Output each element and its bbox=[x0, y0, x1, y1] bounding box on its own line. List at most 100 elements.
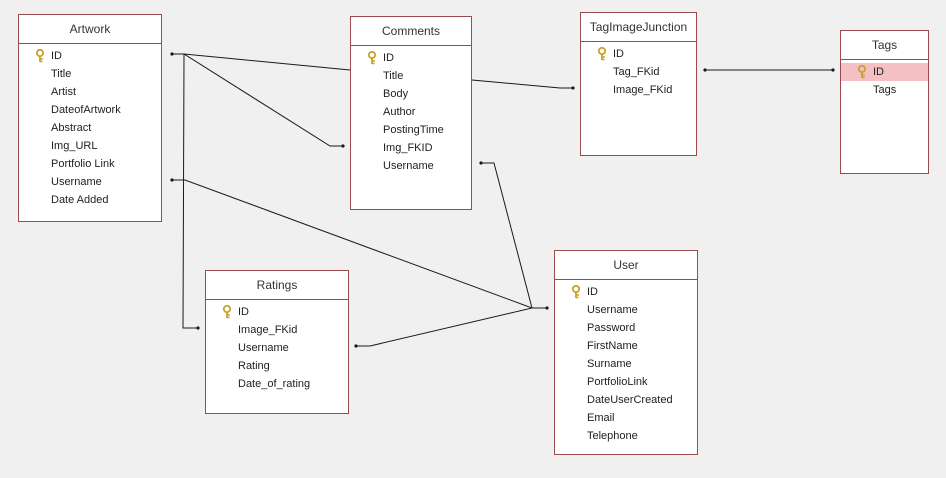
field-name: Image_FKid bbox=[238, 324, 298, 336]
primary-key-icon bbox=[571, 284, 583, 299]
field-name: Username bbox=[587, 304, 638, 316]
field-row[interactable]: DateUserCreated bbox=[555, 391, 697, 409]
primary-key-icon bbox=[35, 48, 47, 63]
field-row[interactable]: ID bbox=[841, 63, 928, 81]
field-row[interactable]: ID bbox=[206, 303, 348, 321]
field-name: Body bbox=[383, 88, 409, 100]
field-row[interactable]: Rating bbox=[206, 357, 348, 375]
relation-ratings-user[interactable] bbox=[356, 307, 547, 347]
relation-endpoint bbox=[170, 52, 174, 56]
field-row[interactable]: ID bbox=[555, 283, 697, 301]
field-name: Image_FKid bbox=[613, 84, 673, 96]
field-row[interactable]: Title bbox=[351, 67, 471, 85]
field-row[interactable]: Email bbox=[555, 409, 697, 427]
field-name: ID bbox=[613, 48, 624, 60]
table-tags[interactable]: Tags ID Tags bbox=[840, 30, 929, 174]
field-row[interactable]: Img_FKID bbox=[351, 139, 471, 157]
primary-key-icon bbox=[367, 50, 379, 65]
field-name: Rating bbox=[238, 360, 270, 372]
relation-endpoint bbox=[703, 68, 707, 72]
field-name: ID bbox=[587, 286, 598, 298]
field-row[interactable]: Img_URL bbox=[19, 137, 161, 155]
field-row[interactable]: Abstract bbox=[19, 119, 161, 137]
field-name: ID bbox=[51, 50, 62, 62]
field-row[interactable]: FirstName bbox=[555, 337, 697, 355]
field-name: DateofArtwork bbox=[51, 104, 121, 116]
field-row[interactable]: DateofArtwork bbox=[19, 101, 161, 119]
field-row[interactable]: ID bbox=[351, 49, 471, 67]
field-row[interactable]: Surname bbox=[555, 355, 697, 373]
table-title[interactable]: Tags bbox=[841, 31, 928, 60]
field-row[interactable]: Title bbox=[19, 65, 161, 83]
relation-comments-user[interactable] bbox=[481, 162, 547, 309]
relation-artwork-comments[interactable] bbox=[172, 53, 343, 147]
field-name: ID bbox=[383, 52, 394, 64]
primary-key-icon bbox=[222, 304, 234, 319]
field-name: Date Added bbox=[51, 194, 109, 206]
field-row[interactable]: Telephone bbox=[555, 427, 697, 445]
table-title[interactable]: TagImageJunction bbox=[581, 13, 696, 42]
field-name: Username bbox=[383, 160, 434, 172]
relation-artwork-ratings[interactable] bbox=[172, 53, 198, 329]
relation-endpoint bbox=[571, 86, 575, 90]
field-row[interactable]: Author bbox=[351, 103, 471, 121]
relation-endpoint bbox=[170, 178, 174, 182]
field-name: Username bbox=[238, 342, 289, 354]
field-name: Portfolio Link bbox=[51, 158, 115, 170]
field-name: DateUserCreated bbox=[587, 394, 673, 406]
table-title[interactable]: Artwork bbox=[19, 15, 161, 44]
table-title[interactable]: User bbox=[555, 251, 697, 280]
field-name: Author bbox=[383, 106, 416, 118]
field-name: FirstName bbox=[587, 340, 638, 352]
field-name: Artist bbox=[51, 86, 77, 98]
field-row[interactable]: Artist bbox=[19, 83, 161, 101]
field-name: Tag_FKid bbox=[613, 66, 660, 78]
field-row[interactable]: Username bbox=[206, 339, 348, 357]
field-name: Surname bbox=[587, 358, 632, 370]
primary-key-icon bbox=[597, 46, 609, 61]
relation-endpoint bbox=[545, 306, 549, 310]
field-row[interactable]: Username bbox=[19, 173, 161, 191]
table-title[interactable]: Comments bbox=[351, 17, 471, 46]
field-name: Title bbox=[383, 70, 404, 82]
primary-key-icon bbox=[857, 64, 869, 79]
field-row[interactable]: Portfolio Link bbox=[19, 155, 161, 173]
field-row[interactable]: Image_FKid bbox=[206, 321, 348, 339]
field-row[interactable]: Password bbox=[555, 319, 697, 337]
field-row[interactable]: Tags bbox=[841, 81, 928, 99]
field-name: Abstract bbox=[51, 122, 92, 134]
field-row[interactable]: Username bbox=[555, 301, 697, 319]
field-row[interactable]: Date Added bbox=[19, 191, 161, 209]
field-name: Tags bbox=[873, 84, 897, 96]
field-row[interactable]: Username bbox=[351, 157, 471, 175]
relation-endpoint bbox=[479, 161, 483, 165]
relation-endpoint bbox=[196, 326, 200, 330]
field-name: PostingTime bbox=[383, 124, 444, 136]
field-row[interactable]: Image_FKid bbox=[581, 81, 696, 99]
field-row[interactable]: PostingTime bbox=[351, 121, 471, 139]
field-name: Username bbox=[51, 176, 102, 188]
table-title[interactable]: Ratings bbox=[206, 271, 348, 300]
field-row[interactable]: PortfolioLink bbox=[555, 373, 697, 391]
field-name: Email bbox=[587, 412, 615, 424]
relation-endpoint bbox=[354, 344, 358, 348]
field-name: Date_of_rating bbox=[238, 378, 311, 390]
field-row[interactable]: ID bbox=[581, 45, 696, 63]
field-name: ID bbox=[238, 306, 249, 318]
field-row[interactable]: Date_of_rating bbox=[206, 375, 348, 393]
field-name: Img_URL bbox=[51, 140, 98, 152]
relation-endpoint bbox=[831, 68, 835, 72]
field-name: Telephone bbox=[587, 430, 638, 442]
field-name: Img_FKID bbox=[383, 142, 433, 154]
field-row[interactable]: Tag_FKid bbox=[581, 63, 696, 81]
field-name: ID bbox=[873, 66, 884, 78]
field-row[interactable]: ID bbox=[19, 47, 161, 65]
field-name: Password bbox=[587, 322, 636, 334]
field-row[interactable]: Body bbox=[351, 85, 471, 103]
